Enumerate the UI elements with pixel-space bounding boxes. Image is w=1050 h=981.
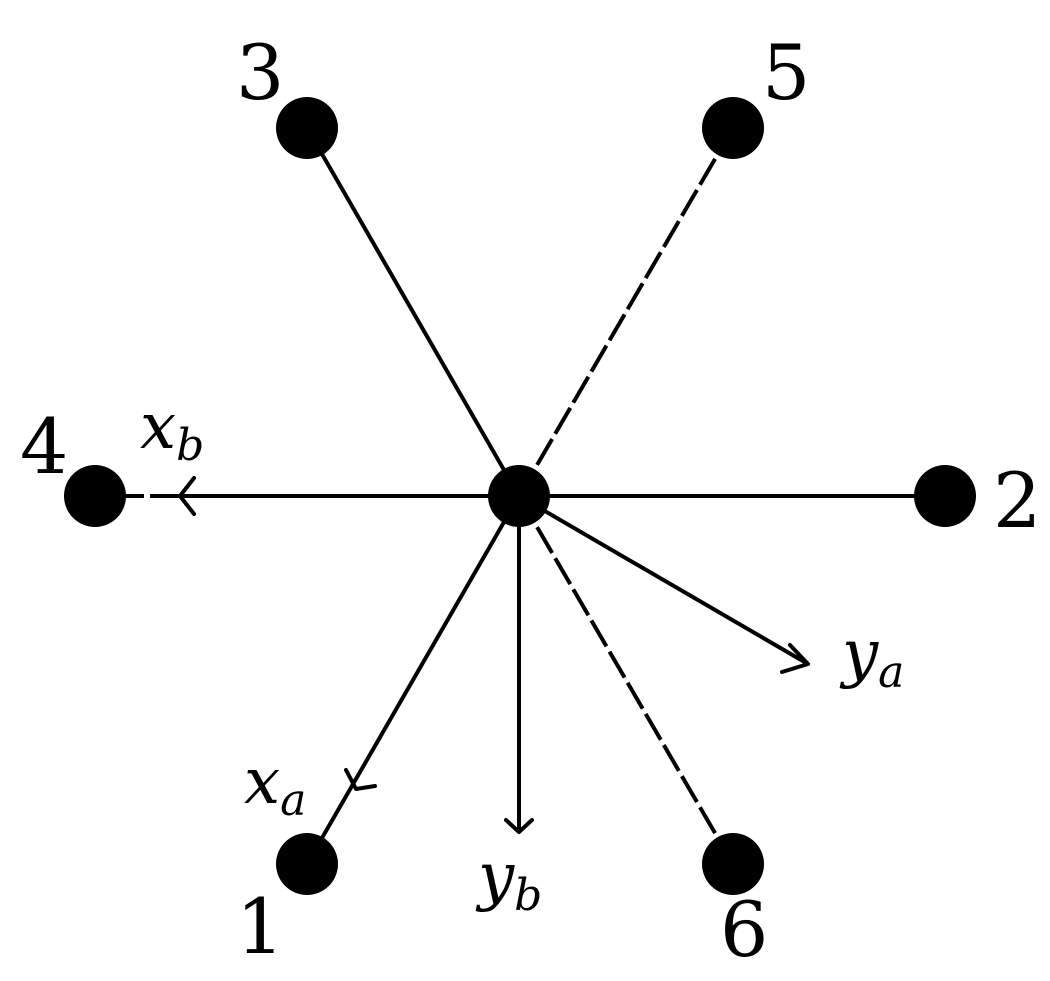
node-label-1: 1 <box>236 882 284 971</box>
node-label-3: 3 <box>236 28 284 117</box>
graph-node-4 <box>64 465 126 527</box>
graph-node-5 <box>702 97 764 159</box>
edge-center-to-3 <box>305 127 521 497</box>
axis-xb-arrowhead <box>178 476 196 516</box>
node-label-5: 5 <box>762 28 810 117</box>
node-label-4: 4 <box>20 402 68 491</box>
axis-ya-arrowhead <box>780 643 810 674</box>
axis-label-xa: xa <box>244 745 306 826</box>
edge-center-to-1 <box>305 495 521 865</box>
graph-node-1 <box>276 833 338 895</box>
axis-label-xb: xb <box>140 390 204 471</box>
graph-node-6 <box>702 833 764 895</box>
graph-node-center <box>488 465 550 527</box>
axis-label-yb: yb <box>475 840 542 921</box>
axis-xa-arrowhead <box>344 768 377 791</box>
axis-label-ya: ya <box>839 617 904 698</box>
edge-center-to-6 <box>517 494 735 866</box>
axis-ya-line <box>517 494 810 666</box>
node-label-2: 2 <box>993 456 1041 545</box>
graph-node-3 <box>276 97 338 159</box>
edge-center-to-5 <box>517 126 735 498</box>
node-label-6: 6 <box>720 885 768 974</box>
graph-node-2 <box>914 465 976 527</box>
axis-yb-arrowhead <box>504 818 534 834</box>
